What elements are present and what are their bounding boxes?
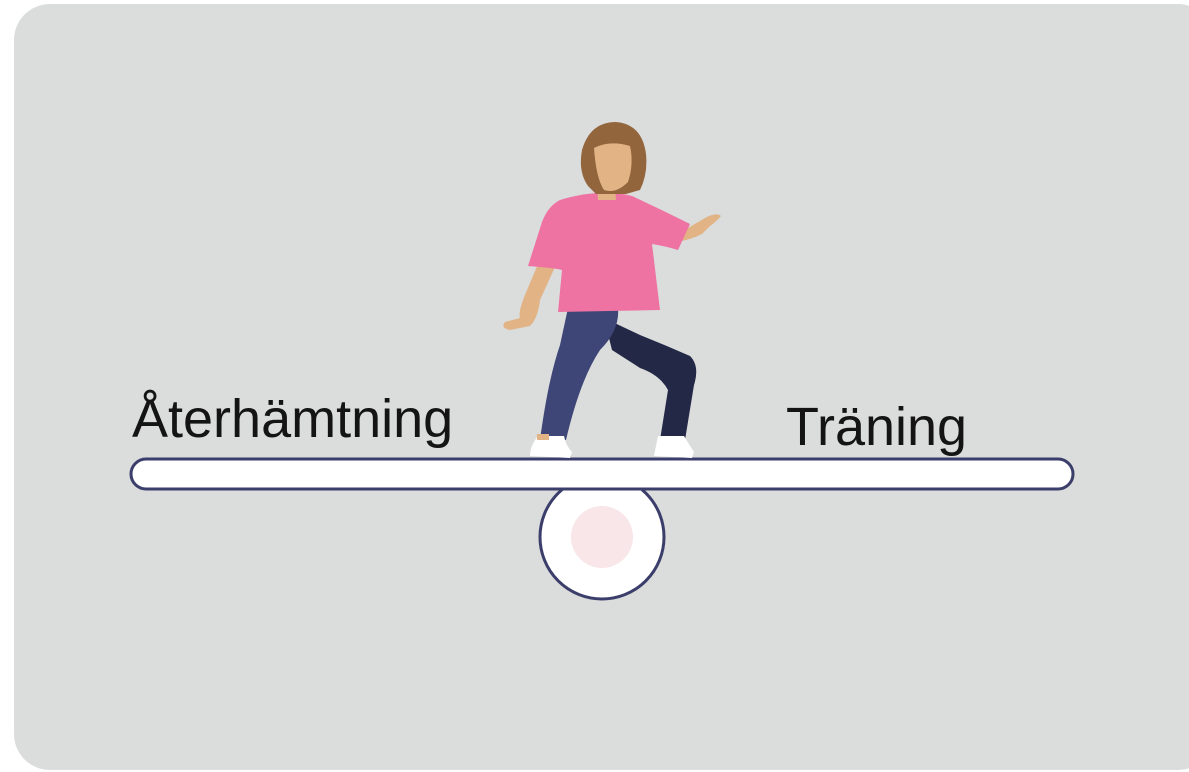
person-figure	[503, 122, 721, 458]
front-leg	[540, 308, 619, 440]
training-label: Träning	[786, 397, 968, 457]
back-shoe-icon	[654, 436, 694, 458]
fulcrum-center-dot	[571, 506, 633, 568]
seesaw-plank	[129, 457, 1075, 491]
recovery-label: Återhämtning	[132, 389, 454, 449]
fulcrum-wheel	[538, 473, 666, 601]
front-shoe-icon	[530, 436, 572, 458]
back-leg	[604, 318, 697, 440]
shirt	[528, 192, 690, 312]
face	[594, 143, 632, 191]
